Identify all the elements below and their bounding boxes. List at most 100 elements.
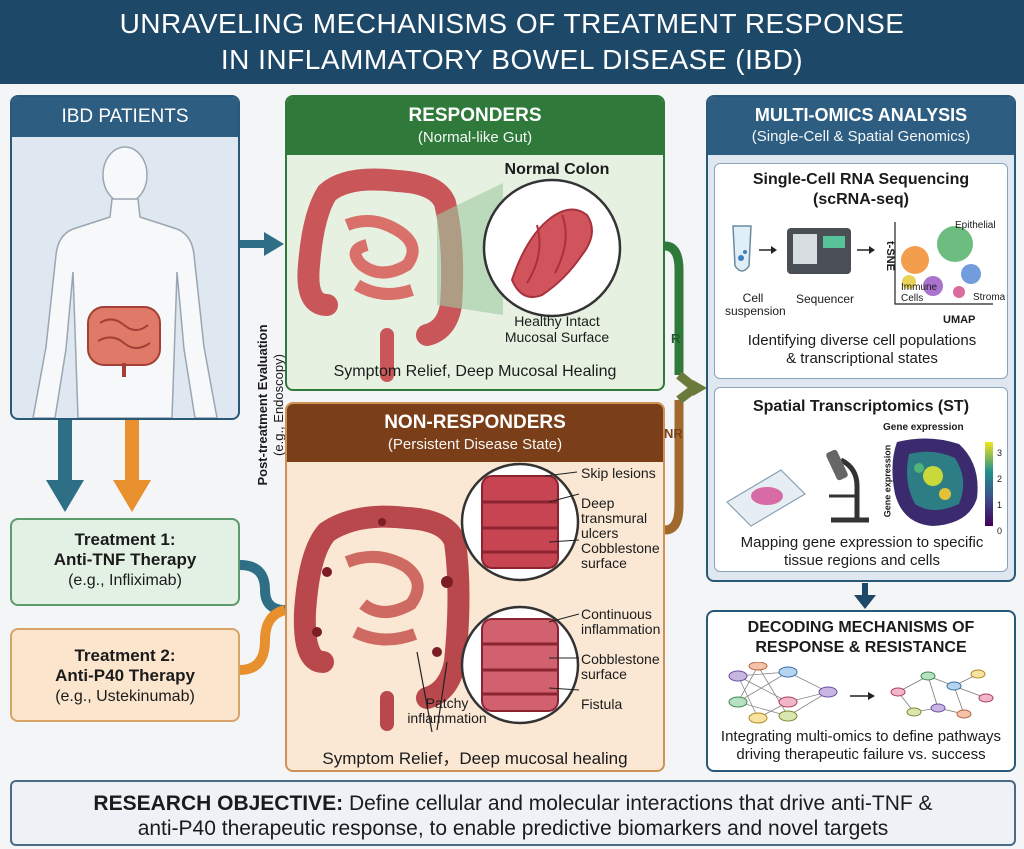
spatial-caption-line-2: tissue regions and cells bbox=[784, 552, 940, 569]
scrna-title: Single-Cell RNA Sequencing (scRNA-seq) bbox=[715, 170, 1007, 210]
gene-expression-axis: Gene expression bbox=[882, 444, 893, 518]
nonresponders-header: NON-RESPONDERS (Persistent Disease State… bbox=[287, 404, 663, 462]
decoding-mechanisms-panel: DECODING MECHANISMS OF RESPONSE & RESIST… bbox=[706, 610, 1016, 772]
label-transmural: transmural bbox=[581, 510, 648, 526]
normal-colon-title: Normal Colon bbox=[504, 161, 610, 178]
label-cobblestone-2: Cobblestone bbox=[581, 651, 660, 667]
scrna-seq-box: Single-Cell RNA Sequencing (scRNA-seq) bbox=[714, 163, 1008, 379]
non-responders-panel: NON-RESPONDERS (Persistent Disease State… bbox=[285, 402, 665, 772]
treatment-1-box: Treatment 1: Anti-TNF Therapy (e.g., Inf… bbox=[10, 518, 240, 606]
scale-2: 2 bbox=[997, 474, 1003, 484]
nonresponders-subheading: (Persistent Disease State) bbox=[387, 436, 563, 453]
decoding-caption: Integrating multi-omics to define pathwa… bbox=[708, 728, 1014, 764]
color-scale-bar bbox=[985, 442, 993, 526]
multi-omics-panel: MULTI-OMICS ANALYSIS (Single-Cell & Spat… bbox=[706, 95, 1016, 582]
spatial-title: Spatial Transcriptomics (ST) bbox=[752, 398, 970, 415]
label-cobblestone-1: Cobblestone bbox=[581, 540, 660, 556]
r-label: R bbox=[671, 331, 681, 346]
omics-to-decoding-arrow bbox=[854, 583, 876, 609]
nonresponders-heading: NON-RESPONDERS bbox=[384, 412, 566, 433]
intestine-icon bbox=[87, 306, 161, 377]
scrna-caption-line-2: & transcriptional states bbox=[786, 350, 938, 367]
scrna-caption-line-1: Identifying diverse cell populations bbox=[747, 332, 977, 349]
decoding-heading-line-2: RESPONSE & RESISTANCE bbox=[755, 639, 967, 656]
pathway-network-diagram bbox=[728, 662, 994, 724]
treatment-2-drug-class: Anti-P40 Therapy bbox=[55, 666, 195, 685]
title-banner: UNRAVELING MECHANISMS OF TREATMENT RESPO… bbox=[0, 0, 1024, 84]
inflamed-colon-icon bbox=[293, 505, 470, 731]
spatial-transcriptomics-box: Spatial Transcriptomics (ST) bbox=[714, 387, 1008, 572]
omics-subheading: (Single-Cell & Spatial Genomics) bbox=[751, 128, 971, 145]
treatment-2-example: (e.g., Ustekinumab) bbox=[55, 688, 195, 705]
responders-panel: RESPONDERS (Normal-like Gut) Normal Colo… bbox=[285, 95, 665, 391]
tsne-label: t-SNE bbox=[883, 241, 896, 271]
decoding-heading-line-1: DECODING MECHANISMS OF bbox=[747, 619, 975, 636]
scrna-title-line-2: (scRNA-seq) bbox=[812, 191, 909, 208]
patchy-line-1: Patchy bbox=[425, 695, 469, 711]
scrna-title-line-1: Single-Cell RNA Sequencing bbox=[752, 171, 970, 188]
responders-footer: Symptom Relief, Deep Mucosal Healing bbox=[333, 363, 617, 380]
human-body-illustration bbox=[32, 146, 218, 418]
responders-subheading: (Normal-like Gut) bbox=[417, 129, 533, 146]
spatial-caption-line-1: Mapping gene expression to specific bbox=[740, 534, 984, 551]
label-skip-lesions: Skip lesions bbox=[581, 465, 656, 481]
label-ulcers: ulcers bbox=[581, 525, 619, 541]
ibd-patients-panel: IBD PATIENTS bbox=[10, 95, 240, 420]
decoding-caption-line-2: driving therapeutic failure vs. success bbox=[736, 746, 986, 763]
decoding-heading: DECODING MECHANISMS OF RESPONSE & RESIST… bbox=[708, 618, 1014, 658]
responders-header: RESPONDERS (Normal-like Gut) bbox=[287, 97, 663, 155]
label-inflammation: inflammation bbox=[581, 621, 661, 637]
immune-cells-label: Immune Cells bbox=[901, 282, 937, 304]
lesion-zoom-2-labels: Continuous inflammation Cobblestone surf… bbox=[581, 606, 663, 712]
research-objective-box: RESEARCH OBJECTIVE: Define cellular and … bbox=[10, 780, 1016, 846]
omics-heading: MULTI-OMICS ANALYSIS bbox=[754, 105, 968, 125]
cell-suspension-label: Cell suspension bbox=[725, 291, 786, 318]
diseased-colon-illustration bbox=[293, 462, 580, 733]
cell-line-1: Cell bbox=[742, 291, 764, 305]
spatial-caption: Mapping gene expression to specific tiss… bbox=[715, 534, 1009, 570]
label-continuous: Continuous bbox=[581, 606, 652, 622]
treatment-1-title: Treatment 1: bbox=[74, 530, 176, 549]
decoding-caption-line-1: Integrating multi-omics to define pathwa… bbox=[720, 728, 1002, 745]
label-fistula: Fistula bbox=[581, 696, 623, 712]
label-surface-2: surface bbox=[581, 666, 627, 682]
nonresponders-footer: Symptom Relief，Deep mucosal healing bbox=[322, 749, 628, 768]
spatial-workflow bbox=[726, 438, 993, 527]
treatment-2-title: Treatment 2: bbox=[74, 646, 176, 665]
patients-heading: IBD PATIENTS bbox=[12, 97, 238, 137]
responders-heading: RESPONDERS bbox=[408, 105, 542, 126]
responder-to-omics-flow bbox=[665, 241, 707, 535]
immune-line-1: Immune bbox=[901, 282, 938, 293]
immune-line-2: Cells bbox=[901, 293, 924, 304]
patchy-line-2: inflammation bbox=[407, 710, 487, 726]
label-deep: Deep bbox=[581, 495, 615, 511]
slide-icon bbox=[726, 469, 806, 527]
colon-icon bbox=[297, 168, 464, 382]
tube-icon bbox=[732, 225, 752, 272]
healthy-colon-illustration bbox=[297, 168, 622, 382]
patchy-inflammation-label: Patchy inflammation bbox=[387, 696, 507, 726]
gene-expression-title: Gene expression bbox=[883, 422, 964, 433]
scrna-caption: Identifying diverse cell populations & t… bbox=[715, 332, 1009, 368]
treatment-1-drug-class: Anti-TNF Therapy bbox=[53, 550, 197, 569]
evaluation-line-1: Post-treatment Evaluation bbox=[255, 324, 270, 486]
color-scale-labels: 3 2 1 0 bbox=[997, 440, 1002, 544]
normal-colon-caption: Healthy Intact Mucosal Surface bbox=[482, 313, 632, 345]
objective-label: RESEARCH OBJECTIVE: bbox=[93, 792, 344, 815]
patients-to-treatment-arrows bbox=[46, 420, 151, 512]
umap-label: UMAP bbox=[943, 314, 976, 326]
evaluation-line-2: (e.g., Endoscopy) bbox=[271, 354, 286, 456]
zoom-caption-line-1: Healthy Intact bbox=[514, 313, 600, 329]
microscope-icon bbox=[826, 449, 869, 523]
treatment-2-box: Treatment 2: Anti-P40 Therapy (e.g., Ust… bbox=[10, 628, 240, 722]
nr-label: NR bbox=[664, 426, 683, 441]
umap-plot bbox=[894, 222, 993, 305]
gene-expression-heatmap bbox=[892, 438, 978, 526]
objective-text-line-1: Define cellular and molecular interactio… bbox=[343, 792, 933, 815]
sequencer-icon bbox=[787, 228, 851, 274]
scale-1: 1 bbox=[997, 500, 1003, 510]
title-line-2: IN INFLAMMATORY BOWEL DISEASE (IBD) bbox=[220, 44, 804, 75]
scale-0: 0 bbox=[997, 526, 1003, 536]
lesion-zoom-1-labels: Skip lesions Deep transmural ulcers Cobb… bbox=[581, 465, 663, 571]
sequencer-label: Sequencer bbox=[795, 292, 855, 306]
